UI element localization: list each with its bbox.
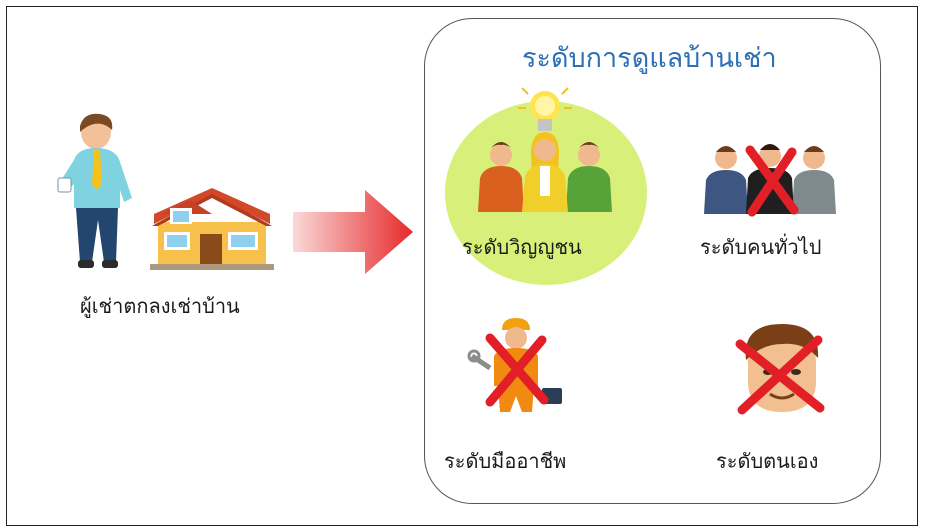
level-label-professional: ระดับมืออาชีพ xyxy=(444,449,567,473)
right-arrow-icon xyxy=(293,190,413,274)
level-label-general: ระดับคนทั่วไป xyxy=(700,235,822,259)
panel-title: ระดับการดูแลบ้านเช่า xyxy=(522,43,777,74)
expert-group-lightbulb-icon xyxy=(478,87,612,212)
self-face-icon xyxy=(735,324,825,415)
worker-icon xyxy=(467,318,562,412)
level-label-expert: ระดับวิญญูชน xyxy=(462,235,582,259)
level-label-self: ระดับตนเอง xyxy=(716,449,819,473)
house-icon xyxy=(150,188,274,270)
tenant-man-icon xyxy=(57,113,132,268)
general-people-icon xyxy=(704,144,836,217)
tenant-label: ผู้เช่าตกลงเช่าบ้าน xyxy=(80,294,240,318)
